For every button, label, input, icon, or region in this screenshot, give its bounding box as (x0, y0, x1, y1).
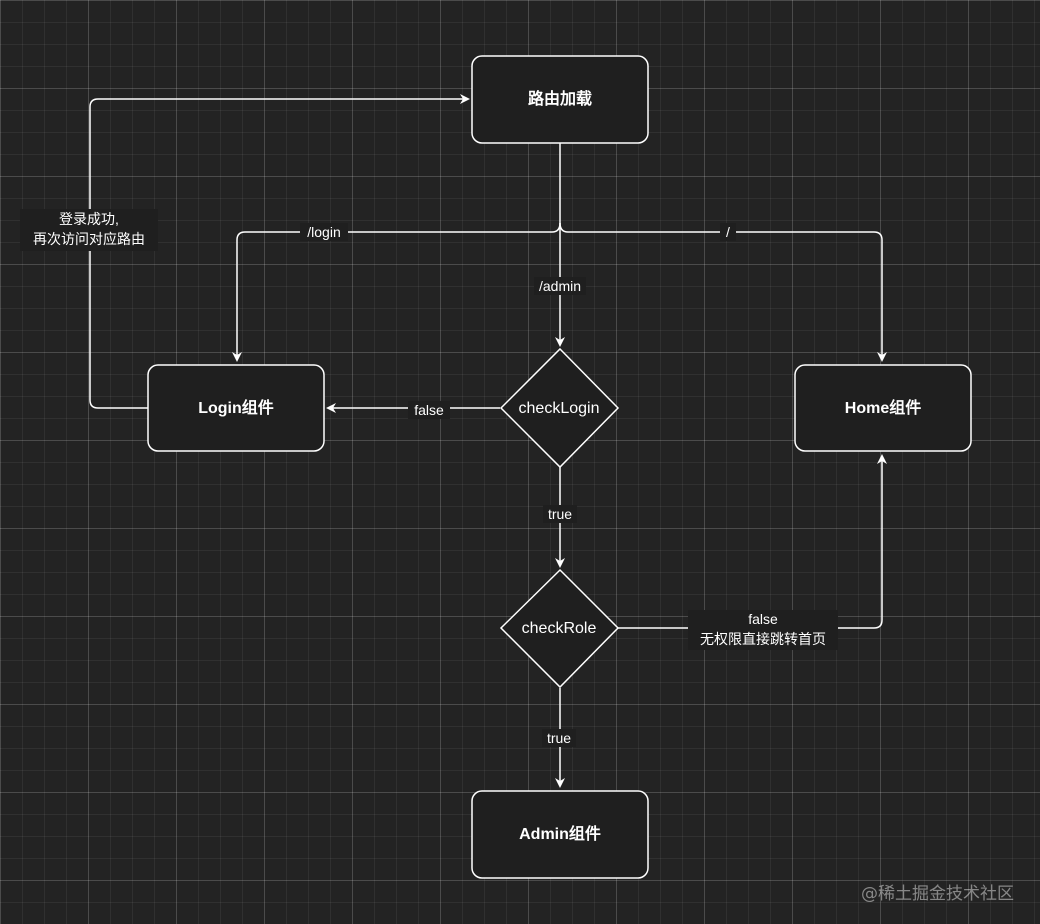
edge-labels: /login / /admin false true true false 无权… (20, 209, 838, 747)
edge-checkrole-false (618, 454, 887, 629)
edge-label-no-permission: 无权限直接跳转首页 (700, 631, 826, 647)
check-login-node: checkLogin (499, 347, 620, 469)
route-load-node: 路由加载 (471, 55, 649, 144)
edge-label-checklogin-true: true (548, 506, 572, 522)
edge-label-checklogin-false: false (414, 402, 444, 418)
edge-label-admin: /admin (539, 278, 581, 294)
edge-label-checkrole-true: true (547, 730, 571, 746)
login-component-node: Login组件 (147, 364, 325, 452)
check-login-label: checkLogin (519, 400, 600, 417)
watermark: @稀土掘金技术社区 (861, 884, 1014, 904)
edge-label-revisit-route: 再次访问对应路由 (33, 231, 145, 247)
edge-login-success (89, 94, 470, 409)
edge-label-login: /login (307, 224, 340, 240)
login-component-label: Login组件 (198, 398, 274, 417)
check-role-node: checkRole (499, 568, 620, 689)
route-load-label: 路由加载 (528, 89, 592, 108)
home-component-label: Home组件 (845, 398, 921, 417)
home-component-node: Home组件 (794, 364, 972, 452)
edge-to-login (232, 222, 561, 362)
edge-label-checkrole-false: false (748, 611, 778, 627)
edge-to-home (559, 222, 887, 362)
check-role-label: checkRole (522, 620, 597, 637)
admin-component-node: Admin组件 (471, 790, 649, 879)
edge-label-login-success: 登录成功, (59, 211, 119, 227)
edge-label-root: / (726, 224, 730, 240)
admin-component-label: Admin组件 (519, 824, 601, 843)
